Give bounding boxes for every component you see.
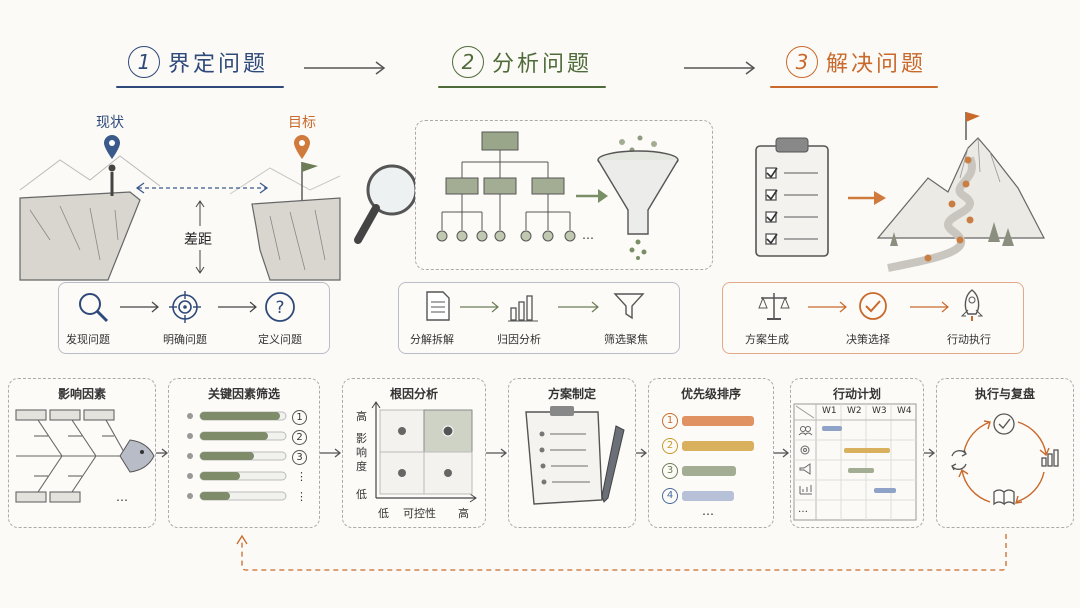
key-rank-3: 3 (292, 450, 307, 465)
card-plan-title: 方案制定 (547, 387, 596, 401)
priority-rank-3: 3 (662, 463, 678, 479)
week-3-label: W3 (872, 406, 887, 416)
step-3-title: 3 解决问题 (786, 46, 926, 78)
card-action-plan-title: 行动计划 (832, 387, 881, 401)
step-3-underline (770, 86, 938, 88)
review-cycle-diagram (951, 413, 1059, 506)
step-1-label: 界定问题 (168, 52, 269, 77)
week-1-label: W1 (822, 406, 837, 416)
solve-arrow (848, 191, 886, 205)
y-axis-high: 高 (356, 410, 367, 423)
document-icon (426, 291, 450, 321)
target-icon (169, 291, 201, 323)
feedback-loop-arrow (236, 534, 1007, 571)
large-magnifier-icon (354, 164, 418, 244)
key-rank-5: ⋮ (296, 490, 307, 503)
analyze-flow-label-1: 分解拆解 (410, 333, 454, 346)
analysis-dashed-box (415, 120, 713, 270)
x-axis-high: 高 (458, 507, 469, 520)
week-4-label: W4 (897, 406, 912, 416)
check-circle-icon (859, 292, 887, 320)
key-rank-4: ⋮ (296, 470, 307, 483)
plan-clipboard-pen-icon (525, 406, 625, 505)
step-2-label: 分析问题 (492, 52, 593, 77)
clipboard-checklist-icon (755, 137, 829, 257)
analyze-flow-label-3: 筛选聚焦 (604, 333, 648, 346)
fishbone-diagram (15, 409, 155, 503)
filter-icon (613, 293, 645, 320)
solve-flow-label-2: 决策选择 (846, 333, 890, 346)
card-review-title: 执行与复盘 (974, 387, 1035, 401)
key-factors-bars (187, 411, 287, 501)
card-arrows (156, 448, 936, 458)
bar-chart-icon (508, 295, 538, 322)
card-root-cause-title: 根因分析 (389, 387, 438, 401)
step-2-underline (438, 86, 606, 88)
priority-rank-1: 1 (662, 413, 678, 429)
step-2-number: 2 (452, 46, 484, 78)
step-1-underline (116, 86, 284, 88)
week-2-label: W2 (847, 406, 862, 416)
solve-flow-label-1: 方案生成 (745, 333, 789, 346)
question-icon: ? (265, 292, 295, 322)
step-1-number: 1 (128, 46, 160, 78)
key-rank-1: 1 (292, 410, 307, 425)
step-2-title: 2 分析问题 (452, 46, 592, 78)
goal-label: 目标 (288, 115, 316, 131)
mountain-path-scene (876, 112, 1045, 272)
define-flow-label-3: 定义问题 (258, 333, 302, 346)
funnel-arrow (576, 189, 608, 203)
analyze-flow-label-2: 归因分析 (497, 333, 541, 346)
solve-flow-label-3: 行动执行 (947, 333, 991, 346)
card-priority-title: 优先级排序 (680, 387, 741, 401)
tree-more: … (582, 228, 594, 242)
priority-rank-4: 4 (662, 488, 678, 504)
gantt-grid (793, 403, 917, 521)
svg-text:?: ? (275, 298, 284, 318)
define-flow-label-2: 明确问题 (163, 333, 207, 346)
rocket-icon (960, 289, 984, 321)
card-key-factors-title: 关键因素筛选 (207, 387, 280, 401)
priority-rank-2: 2 (662, 438, 678, 454)
step-1-title: 1 界定问题 (128, 46, 268, 78)
analyze-flow-arrows (460, 301, 599, 313)
step-3-number: 3 (786, 46, 818, 78)
magnifier-icon (79, 293, 109, 323)
card-fishbone-title: 影响因素 (57, 387, 106, 401)
action-plan-more: … (798, 504, 808, 515)
title-arrow-1 (304, 61, 386, 75)
y-axis-low: 低 (356, 488, 367, 501)
scales-icon (758, 293, 790, 320)
x-axis-low: 低 (378, 507, 389, 520)
y-axis-label: 影响度 (356, 432, 367, 473)
goal-pin-icon (294, 135, 310, 159)
key-rank-2: 2 (292, 430, 307, 445)
cliff-landscape (19, 155, 341, 281)
current-pin-icon (104, 135, 120, 159)
tree-diagram (436, 131, 576, 242)
x-axis-label: 可控性 (403, 507, 436, 520)
card-fishbone: 影响因素 (8, 378, 156, 528)
fishbone-more: … (116, 490, 128, 504)
priority-bars (682, 416, 754, 501)
funnel-icon (597, 135, 679, 260)
solve-flow-arrows (808, 301, 949, 313)
define-flow-label-1: 发现问题 (66, 333, 110, 346)
root-cause-matrix (371, 401, 477, 503)
current-state-label: 现状 (96, 115, 124, 131)
gap-label: 差距 (184, 232, 212, 248)
step-3-label: 解决问题 (826, 52, 927, 77)
priority-more: … (702, 504, 714, 518)
define-flow-arrows (120, 301, 257, 313)
title-arrow-2 (684, 61, 756, 75)
